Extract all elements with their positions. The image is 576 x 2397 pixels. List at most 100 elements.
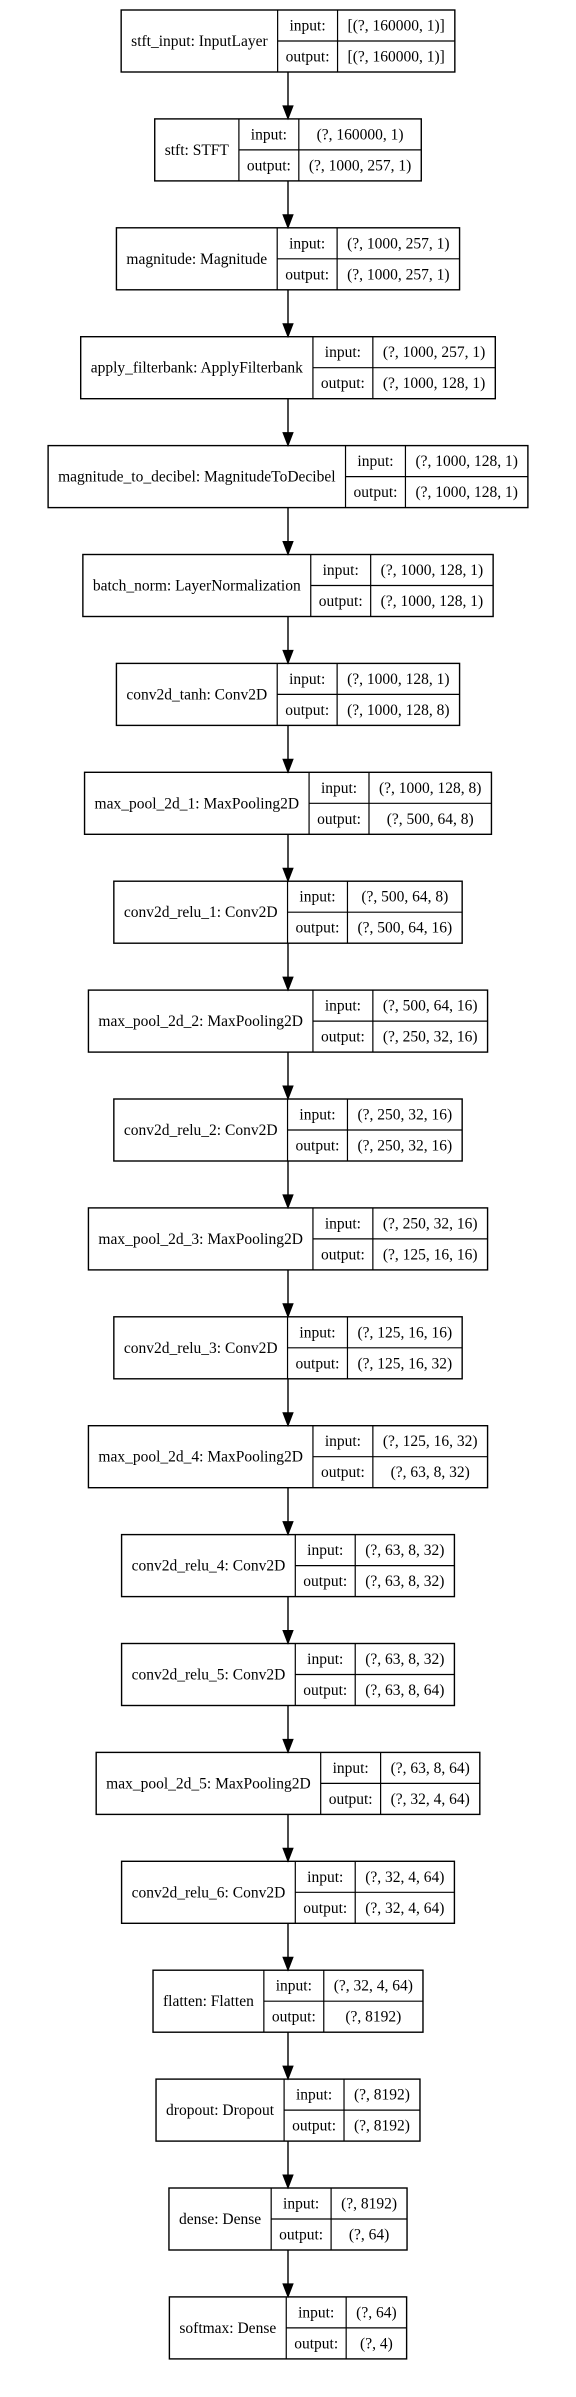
input-label: input: [299,1107,335,1124]
edge-arrow [282,1596,294,1645]
edge-arrow [282,725,294,774]
layer-name: conv2d_tanh: Conv2D [126,686,267,703]
output-label: output: [285,266,329,283]
edge-arrow [282,1269,294,1319]
input-label: input: [325,1215,361,1232]
output-label: output: [294,2335,338,2352]
edge-arrow [282,1814,294,1863]
layer-node: dropout: Dropout input: output: (?, 8192) (?… [155,2078,421,2142]
edge-arrow [282,1705,294,1754]
input-shape: (?, 250, 32, 16) [383,1215,478,1232]
output-label: output: [317,811,361,828]
input-label: input: [283,2196,319,2213]
edge-arrow [282,1923,294,1972]
layer-name: dropout: Dropout [166,2102,275,2119]
input-label: input: [357,453,393,470]
output-label: output: [286,49,330,66]
layer-node: conv2d_tanh: Conv2D input: output: (?, 1000… [115,662,461,727]
input-label: input: [323,562,359,579]
output-shape: (?, 125, 16, 32) [357,1355,452,1372]
input-label: input: [290,18,326,35]
output-shape: (?, 4) [360,2335,393,2352]
layer-name: conv2d_relu_2: Conv2D [124,1122,278,1139]
layer-name: max_pool_2d_1: MaxPooling2D [95,795,300,812]
input-shape: (?, 8192) [354,2087,410,2104]
output-shape: (?, 63, 8, 64) [365,1682,444,1699]
layer-name: max_pool_2d_5: MaxPooling2D [106,1775,311,1792]
layer-name: batch_norm: LayerNormalization [93,578,301,595]
input-shape: (?, 1000, 257, 1) [347,235,449,252]
input-shape: (?, 63, 8, 32) [365,1542,444,1559]
layer-node: conv2d_relu_2: Conv2D input: output: (?, 25… [113,1098,463,1162]
layer-name: conv2d_relu_5: Conv2D [132,1667,286,1684]
layer-node: magnitude: Magnitude input: output: (?, 100… [115,227,461,291]
edge-arrow [282,1378,294,1428]
output-label: output: [296,920,340,937]
input-shape: (?, 1000, 128, 8) [379,780,481,797]
output-shape: (?, 1000, 257, 1) [309,157,411,174]
layer-node: batch_norm: LayerNormalizationinput:outp… [82,553,494,618]
input-label: input: [289,235,325,252]
output-label: output: [321,1029,365,1046]
input-label: input: [289,671,325,688]
edge-arrow [282,1052,294,1101]
input-label: input: [325,998,361,1015]
output-label: output: [272,2009,316,2026]
input-label: input: [299,1324,335,1341]
edge-arrow [282,1161,294,1210]
output-shape: (?, 32, 4, 64) [365,1900,444,1917]
output-label: output: [321,1246,365,1263]
layer-name: dense: Dense [179,2211,261,2228]
output-shape: (?, 1000, 128, 1) [415,484,517,501]
input-shape: (?, 1000, 128, 1) [381,562,483,579]
input-shape: (?, 500, 64, 8) [361,889,448,906]
output-label: output: [296,1138,340,1155]
edge-arrow [282,507,294,556]
edge-arrow [282,398,294,447]
output-shape: (?, 1000, 128, 8) [347,702,449,719]
output-shape: (?, 125, 16, 16) [383,1246,478,1263]
output-shape: (?, 1000, 257, 1) [347,266,449,283]
input-shape: (?, 64) [356,2304,396,2321]
layer-name: max_pool_2d_3: MaxPooling2D [98,1231,303,1248]
input-shape: (?, 63, 8, 64) [391,1760,470,1777]
output-shape: (?, 8192) [354,2118,410,2135]
input-label: input: [307,1869,343,1886]
layer-node: max_pool_2d_2: MaxPooling2D input: output:… [87,989,489,1053]
output-label: output: [321,1464,365,1481]
output-label: output: [285,702,329,719]
output-shape: (?, 500, 64, 8) [387,811,474,828]
layer-name: conv2d_relu_3: Conv2D [124,1340,278,1357]
edge-arrow [282,180,294,230]
edge-arrow [282,834,294,883]
layer-node: stft_input: InputLayerinput:output:[(?, … [120,9,456,73]
edge-arrow [282,943,294,992]
output-label: output: [292,2118,336,2135]
input-shape: (?, 250, 32, 16) [357,1107,452,1124]
output-shape: (?, 63, 8, 32) [365,1573,444,1590]
output-label: output: [354,484,398,501]
layer-name: apply_filterbank: ApplyFilterbank [91,360,303,377]
layer-name: max_pool_2d_2: MaxPooling2D [98,1013,303,1030]
layer-name: magnitude: Magnitude [126,251,267,268]
input-shape: (?, 125, 16, 16) [357,1324,452,1341]
output-label: output: [303,1682,347,1699]
input-label: input: [296,2087,332,2104]
output-shape: (?, 32, 4, 64) [391,1791,470,1808]
output-shape: (?, 64) [349,2227,389,2244]
output-shape: (?, 8192) [345,2009,401,2026]
layer-node: max_pool_2d_3: MaxPooling2D input: output:… [87,1207,489,1271]
output-label: output: [303,1573,347,1590]
input-shape: (?, 500, 64, 16) [383,998,478,1015]
input-shape: (?, 32, 4, 64) [365,1869,444,1886]
output-label: output: [247,157,291,174]
layer-name: magnitude_to_decibel: MagnitudeToDecibel [58,469,335,486]
edge-arrow [282,289,294,339]
output-shape: (?, 1000, 128, 1) [383,375,485,392]
